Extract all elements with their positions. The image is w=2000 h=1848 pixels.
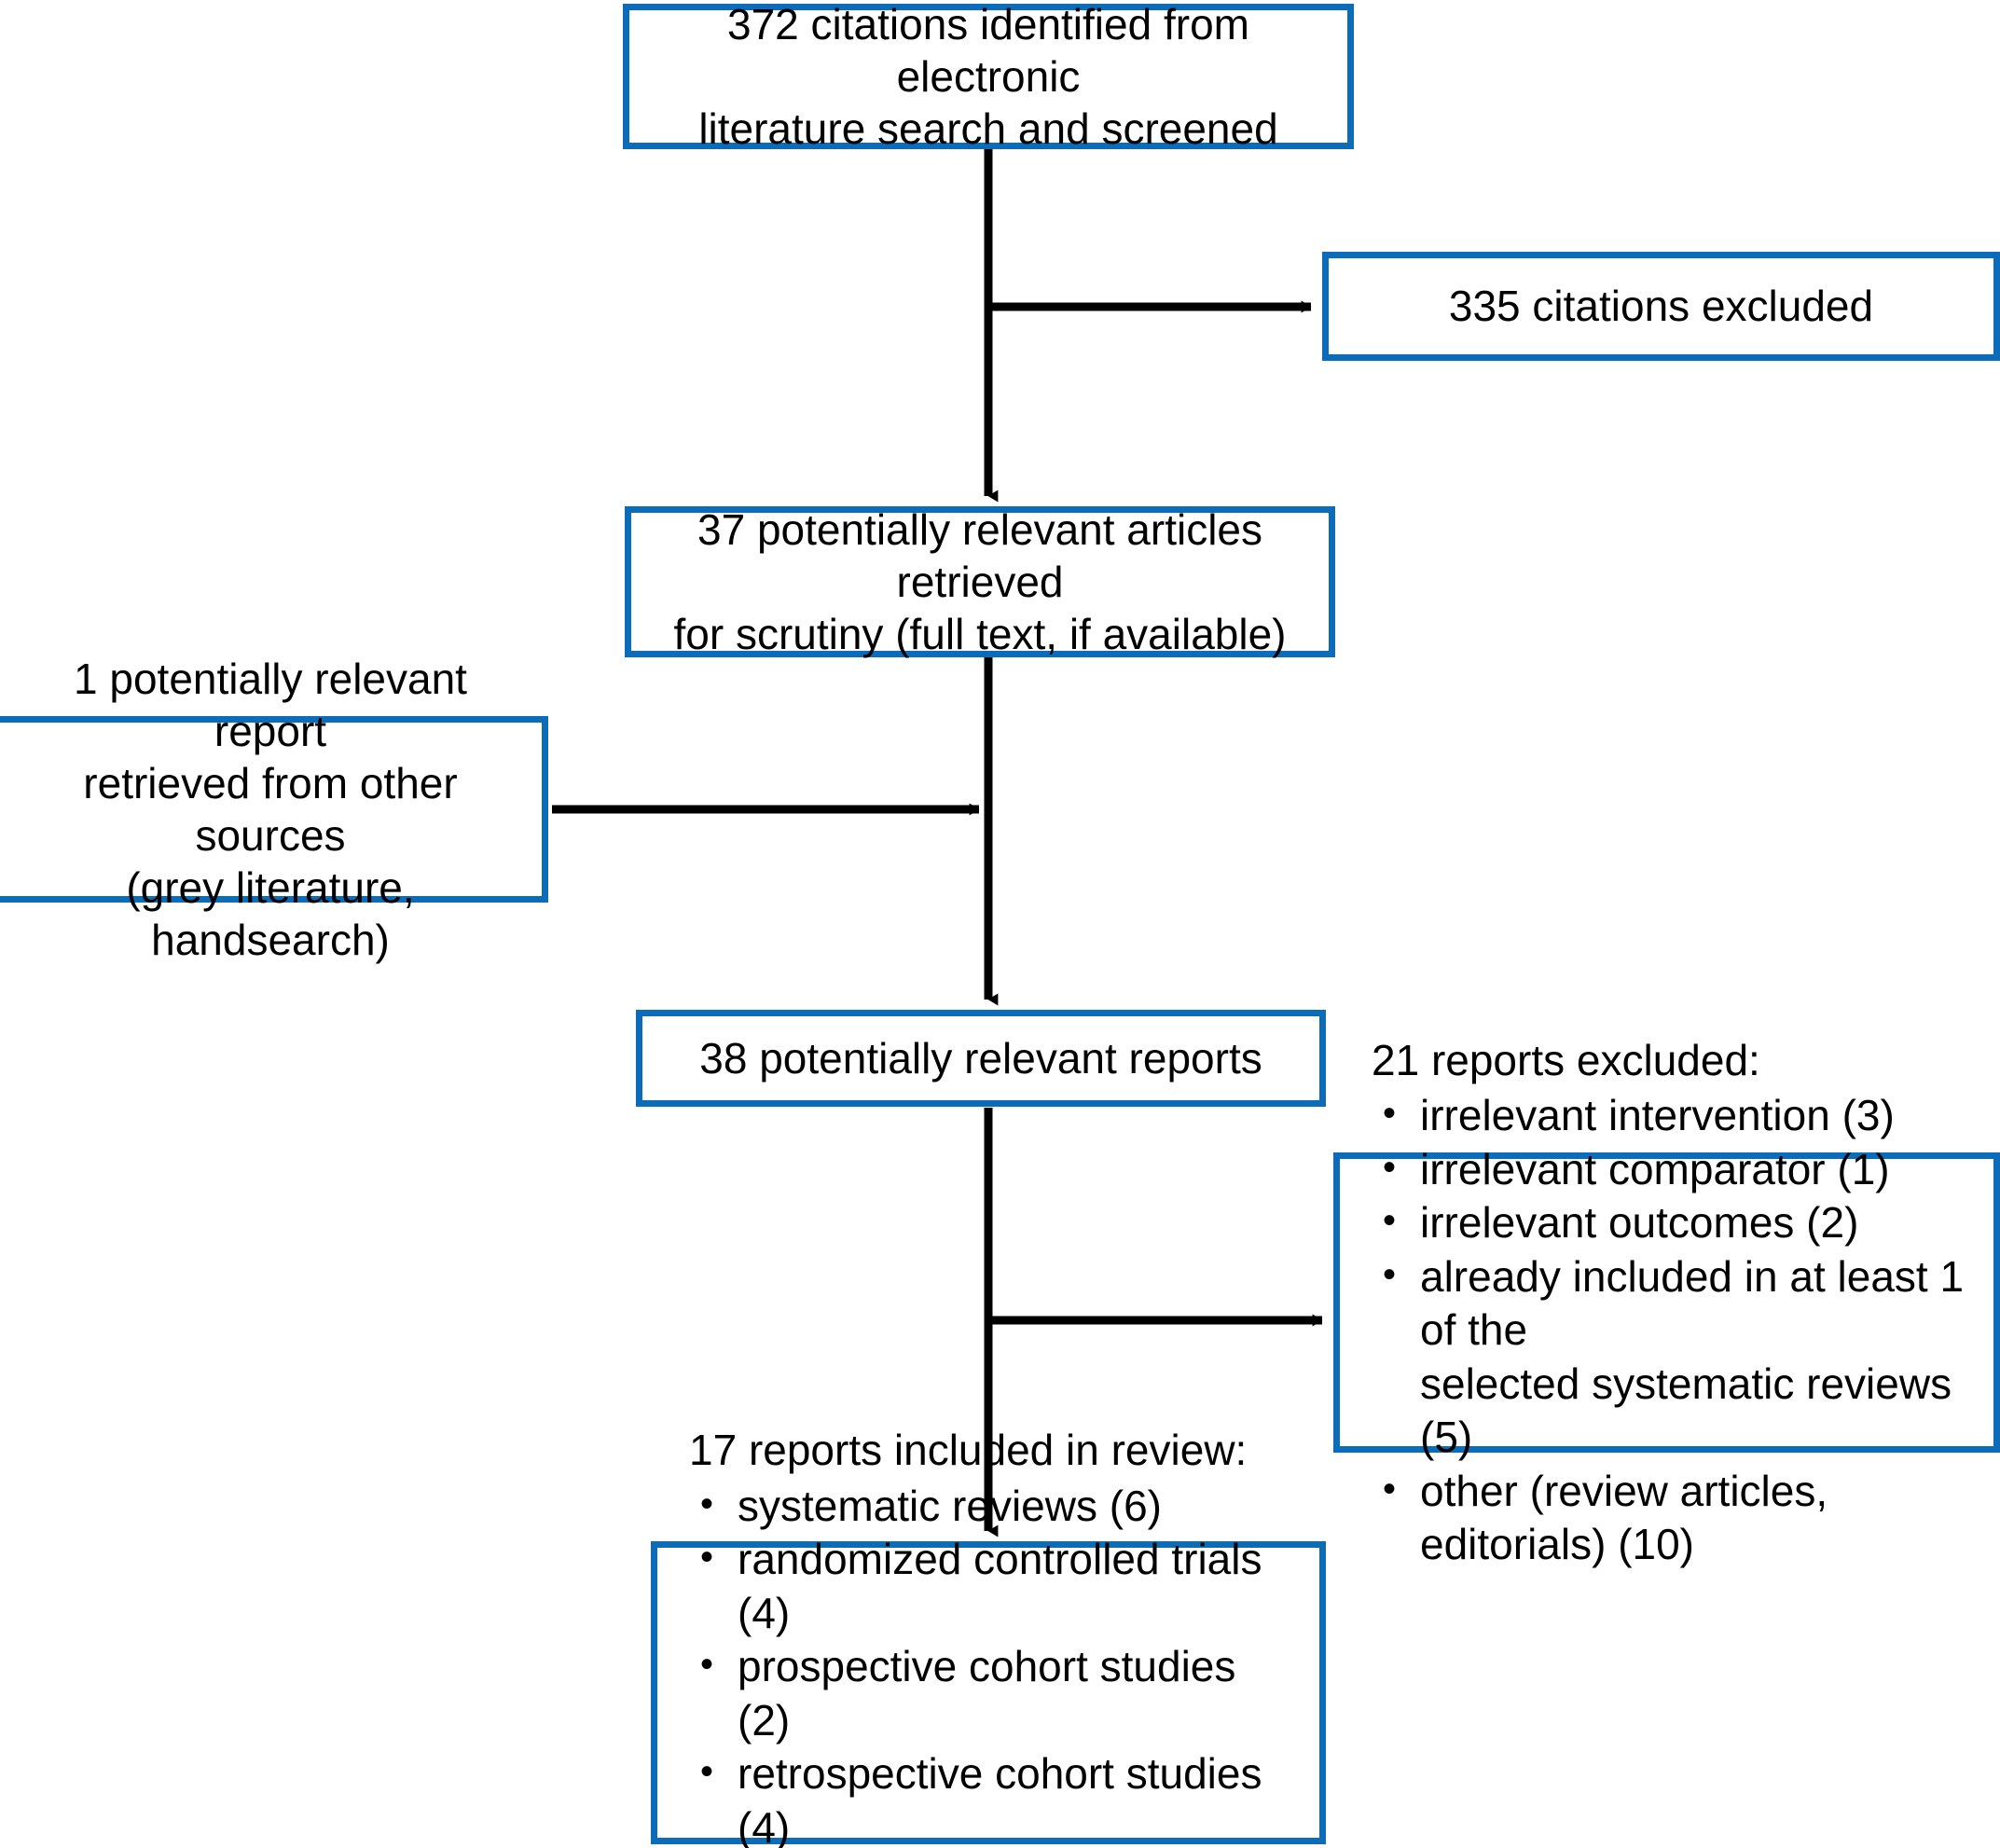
list-item-label: irrelevant comparator (1): [1420, 1144, 1890, 1193]
bullet-icon: •: [1383, 1093, 1397, 1134]
bullet-icon: •: [700, 1537, 714, 1578]
reports-excluded-list: • irrelevant intervention (3) • irrelevant …: [1340, 1089, 1993, 1572]
node-other-sources-report-label: 1 potentially relevant report retrieved …: [74, 654, 467, 965]
list-item-label: systematic reviews (6): [738, 1481, 1162, 1530]
node-citations-identified-label: 372 citations identified from electronic…: [698, 0, 1278, 154]
list-item-label: already included in at least 1 of the se…: [1420, 1251, 1965, 1462]
node-reports-excluded: 21 reports excluded: • irrelevant interve…: [1333, 1036, 2000, 1568]
list-item: • other (review articles, editorials) (10…: [1377, 1465, 1969, 1572]
node-reports-excluded-heading: 21 reports excluded:: [1372, 1035, 1760, 1084]
node-citations-identified: 372 citations identified from electronic…: [623, 0, 1354, 153]
node-citations-excluded: 335 citations excluded: [1322, 252, 2000, 361]
bullet-icon: •: [700, 1483, 714, 1524]
list-item: • already included in at least 1 of the s…: [1377, 1250, 1969, 1465]
list-item-label: prospective cohort studies (2): [738, 1642, 1236, 1745]
list-item-label: retrospective cohort studies (4): [738, 1749, 1262, 1848]
list-item-label: irrelevant outcomes (2): [1420, 1198, 1859, 1247]
list-item: • prospective cohort studies (2): [695, 1640, 1295, 1747]
node-potentially-relevant-reports: 38 potentially relevant reports: [636, 1010, 1326, 1107]
bullet-icon: •: [1383, 1200, 1397, 1241]
node-citations-excluded-label: 335 citations excluded: [1448, 282, 1874, 331]
bullet-icon: •: [1383, 1253, 1397, 1295]
node-articles-retrieved-label: 37 potentially relevant articles retriev…: [673, 504, 1287, 659]
bullet-icon: •: [1383, 1146, 1397, 1188]
list-item-label: other (review articles, editorials) (10): [1420, 1466, 1828, 1569]
bullet-icon: •: [700, 1644, 714, 1685]
node-articles-retrieved: 37 potentially relevant articles retriev…: [625, 504, 1335, 659]
node-reports-included-heading: 17 reports included in review:: [689, 1426, 1248, 1474]
node-reports-included: 17 reports included in review: • systemat…: [651, 1426, 1326, 1848]
list-item: • irrelevant outcomes (2): [1377, 1196, 1969, 1250]
node-potentially-relevant-reports-label: 38 potentially relevant reports: [699, 1033, 1262, 1083]
list-item: • retrospective cohort studies (4): [695, 1747, 1295, 1848]
list-item: • irrelevant intervention (3): [1377, 1089, 1969, 1143]
reports-included-list: • systematic reviews (6) • randomized contr…: [657, 1480, 1319, 1848]
node-other-sources-report: 1 potentially relevant report retrieved …: [0, 655, 548, 964]
list-item: • systematic reviews (6): [695, 1480, 1295, 1534]
list-item: • irrelevant comparator (1): [1377, 1143, 1969, 1197]
bullet-icon: •: [700, 1751, 714, 1792]
list-item-label: randomized controlled trials (4): [738, 1535, 1262, 1637]
bullet-icon: •: [1383, 1468, 1397, 1510]
list-item-label: irrelevant intervention (3): [1420, 1091, 1895, 1139]
list-item: • randomized controlled trials (4): [695, 1533, 1295, 1640]
